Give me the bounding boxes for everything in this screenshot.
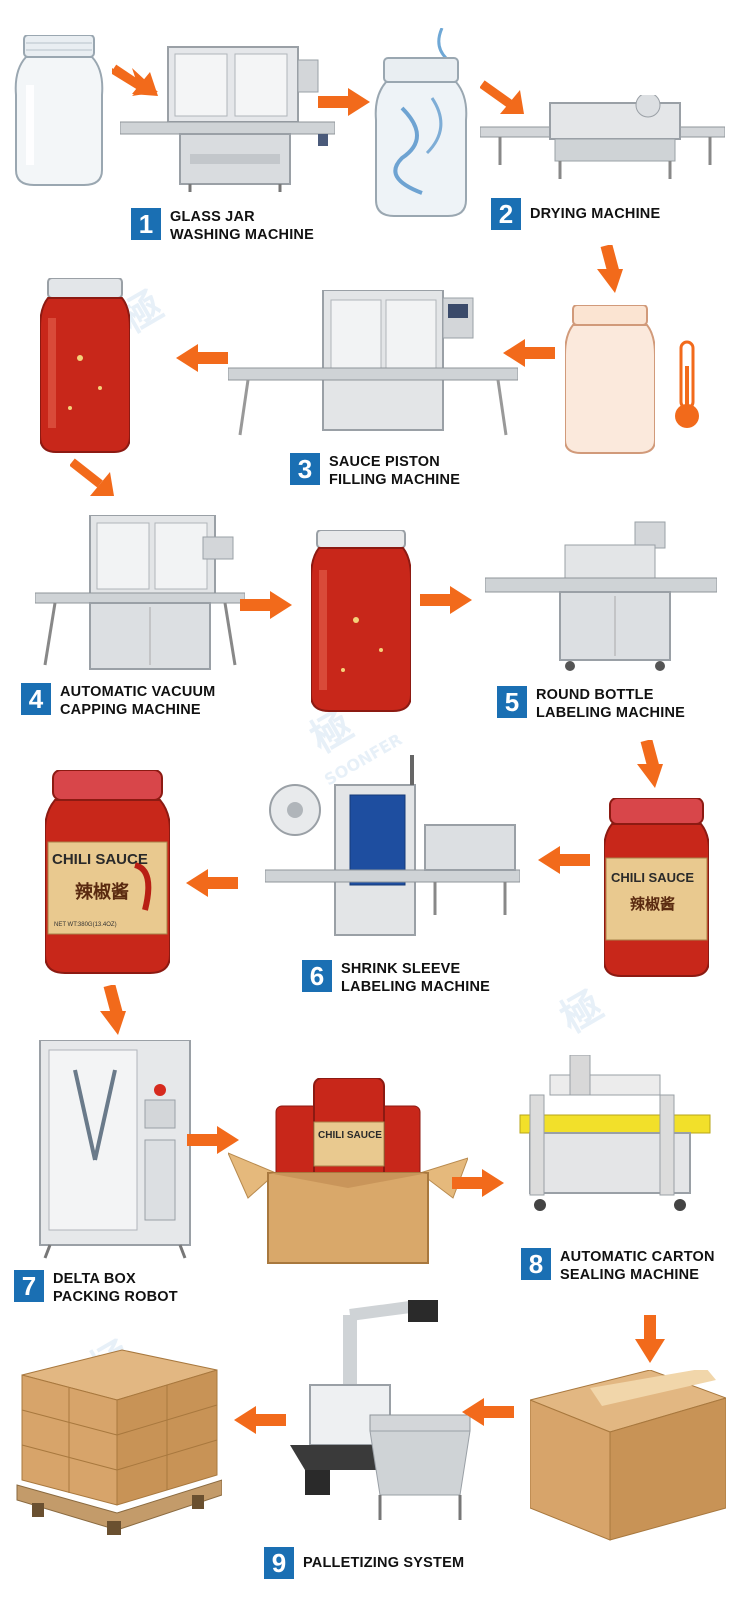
step-number-badge: 2: [491, 198, 521, 230]
carton-sealing-machine-image: [510, 1055, 715, 1230]
step-9-label: 9 PALLETIZING SYSTEM: [264, 1547, 464, 1579]
labeled-chili-sauce-jar: [45, 770, 170, 975]
empty-glass-jar: [14, 35, 104, 187]
arrow-right-down: [480, 80, 524, 116]
step-title: DRYING MACHINE: [530, 206, 661, 222]
arrow-left: [186, 868, 238, 898]
step-title: LABELING MACHINE: [536, 705, 685, 721]
step-title: SEALING MACHINE: [560, 1267, 700, 1283]
dried-warm-jar: [565, 305, 655, 455]
label-text: CHILI SAUCE: [52, 851, 148, 868]
step-3-label: 3 SAUCE PISTON FILLING MACHINE: [290, 453, 460, 489]
step-title: LABELING MACHINE: [341, 979, 490, 995]
sealed-carton: [530, 1370, 726, 1542]
label-text: 辣椒酱: [75, 882, 129, 903]
arrow-down: [633, 1315, 667, 1363]
step-number-badge: 3: [290, 453, 320, 485]
label-text: CHILI SAUCE: [318, 1130, 382, 1141]
arrow-left: [462, 1397, 514, 1427]
label-text: NET WT:380G(13.4OZ): [54, 922, 117, 928]
arrow-right-down: [70, 458, 114, 498]
arrow-right: [240, 590, 292, 620]
washed-glass-jar: [372, 28, 470, 218]
step-number-badge: 4: [21, 683, 51, 715]
piston-filling-machine-image: [228, 290, 518, 438]
delta-box-packing-robot-image: [35, 1040, 195, 1260]
step-title: SHRINK SLEEVE: [341, 961, 461, 977]
round-bottle-labeling-machine-image: [485, 520, 717, 672]
capped-sauce-jar: [311, 530, 411, 712]
drying-machine-image: [480, 95, 725, 185]
step-title: AUTOMATIC VACUUM: [60, 684, 216, 700]
step-title: WASHING MACHINE: [170, 227, 314, 243]
step-title: FILLING MACHINE: [329, 472, 461, 488]
watermark: 極: [553, 982, 611, 1043]
vacuum-capping-machine-image: [35, 515, 245, 675]
step-title: PACKING ROBOT: [53, 1289, 178, 1305]
step-number-badge: 5: [497, 686, 527, 718]
step-title: AUTOMATIC CARTON: [560, 1249, 715, 1265]
arrow-right: [452, 1168, 504, 1198]
step-title: GLASS JAR: [170, 209, 255, 225]
step-title: ROUND BOTTLE: [536, 687, 654, 703]
step-number-badge: 9: [264, 1547, 294, 1579]
jar-washing-machine-image: [120, 42, 335, 192]
arrow-left: [176, 343, 228, 373]
label-text: 辣椒酱: [630, 895, 676, 913]
arrow-right: [318, 86, 370, 116]
step-6-label: 6 SHRINK SLEEVE LABELING MACHINE: [302, 960, 490, 996]
thermometer-icon: [672, 340, 702, 432]
step-5-label: 5 ROUND BOTTLE LABELING MACHINE: [497, 686, 685, 722]
palletizing-robot-image: [290, 1295, 475, 1525]
shrink-sleeve-labeling-machine-image: [265, 755, 520, 955]
step-7-label: 7 DELTA BOX PACKING ROBOT: [14, 1270, 178, 1306]
arrow-right: [110, 62, 160, 98]
step-number-badge: 6: [302, 960, 332, 992]
arrow-right: [187, 1125, 239, 1155]
step-8-label: 8 AUTOMATIC CARTON SEALING MACHINE: [521, 1248, 715, 1284]
arrow-down: [96, 985, 130, 1035]
step-title: PALLETIZING SYSTEM: [303, 1555, 465, 1571]
filled-sauce-jar: [40, 278, 130, 453]
arrow-down: [633, 740, 667, 788]
step-title: CAPPING MACHINE: [60, 702, 201, 718]
step-number-badge: 1: [131, 208, 161, 240]
step-number-badge: 8: [521, 1248, 551, 1280]
step-4-label: 4 AUTOMATIC VACUUM CAPPING MACHINE: [21, 683, 215, 719]
step-2-label: 2 DRYING MACHINE: [491, 198, 660, 230]
step-1-label: 1 GLASS JAR WASHING MACHINE: [131, 208, 314, 244]
arrow-down: [593, 245, 627, 293]
arrow-right: [420, 585, 472, 615]
label-text: CHILI SAUCE: [611, 870, 695, 885]
step-title: SAUCE PISTON: [329, 454, 440, 470]
labeled-chili-sauce-jar: [604, 798, 709, 978]
open-carton-with-jars: [228, 1078, 468, 1266]
step-number-badge: 7: [14, 1270, 44, 1302]
palletized-cartons: [12, 1345, 222, 1545]
arrow-left: [503, 338, 555, 368]
step-title: DELTA BOX: [53, 1271, 136, 1287]
arrow-left: [234, 1405, 286, 1435]
arrow-left: [538, 845, 590, 875]
